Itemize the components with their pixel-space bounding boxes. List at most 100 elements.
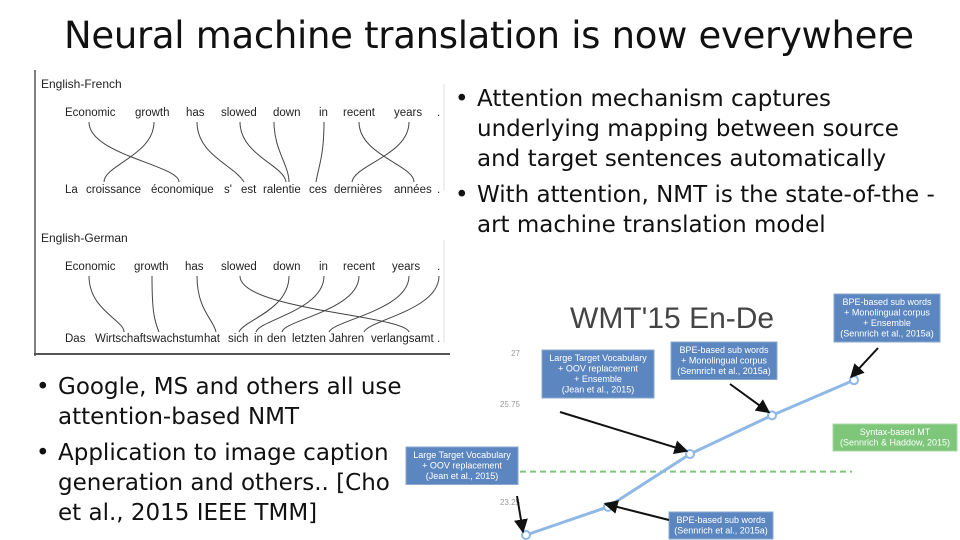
annotation-text: + Ensemble	[574, 374, 622, 384]
y-tick-label: 25.75	[500, 400, 521, 409]
p1-tgt-word: .	[437, 184, 440, 196]
p2-tgt-word: in	[254, 333, 263, 345]
p1-src-word: recent	[343, 107, 376, 119]
p1-tgt-word: dernières	[334, 184, 382, 196]
panel2-target-words: Das Wirtschaftswachstum hat sich in den …	[65, 333, 440, 345]
alignment-curve	[315, 121, 325, 183]
panel1-alignment-curves	[88, 121, 415, 183]
annotation-text: (Jean et al., 2015)	[426, 471, 499, 481]
p1-src-word: Economic	[65, 107, 116, 119]
p2-src-word: in	[319, 261, 328, 273]
slide-title: Neural machine translation is now everyw…	[64, 14, 914, 57]
alignment-curve	[88, 275, 125, 333]
p2-tgt-word: sich	[228, 333, 248, 345]
chart-title: WMT'15 En-De	[570, 302, 774, 335]
p2-tgt-word: letzten	[292, 333, 326, 345]
p1-src-word: slowed	[221, 107, 257, 119]
panel2-source-words: Economic growth has slowed down in recen…	[65, 261, 440, 273]
annotation-arrow	[729, 383, 771, 414]
alignment-curve	[281, 275, 360, 333]
p2-src-word: slowed	[221, 261, 257, 273]
p1-tgt-word: années	[394, 184, 432, 196]
p1-src-word: has	[186, 107, 205, 119]
annotation-box	[405, 446, 519, 485]
p1-tgt-word: croissance	[86, 184, 141, 196]
p2-tgt-word: Das	[65, 333, 86, 345]
bullet-industry-use: Google, MS and others all use attention-…	[36, 372, 406, 432]
alignment-curve	[328, 275, 410, 333]
baseline-label-text: Syntax-based MT	[860, 427, 931, 437]
alignment-curve	[196, 121, 245, 183]
annotation-text: (Sennrich et al., 2015a)	[677, 366, 771, 376]
annotation-text: BPE-based sub words	[679, 345, 769, 355]
data-point	[767, 410, 777, 421]
left-bullet-list: Google, MS and others all use attention-…	[36, 372, 406, 534]
p2-src-word: Economic	[65, 261, 116, 273]
p2-tgt-word: .	[437, 333, 440, 345]
annotation-arrow	[514, 495, 528, 534]
annotation-box	[668, 511, 774, 540]
alignment-curve	[273, 121, 290, 183]
right-bullet-list: Attention mechanism captures underlying …	[455, 84, 935, 246]
alignment-curve	[255, 275, 325, 333]
annotation-text: (Sennrich et al., 2015a)	[840, 329, 934, 339]
annotation-arrow	[850, 347, 879, 379]
annotation-box	[541, 349, 655, 399]
p2-tgt-word: Wirtschaftswachstum	[95, 333, 204, 345]
p2-src-word: years	[392, 261, 420, 273]
p2-src-word: growth	[134, 261, 169, 273]
p1-tgt-word: ralentie	[263, 184, 301, 196]
alignment-curve	[351, 121, 410, 183]
p1-tgt-word: économique	[151, 184, 214, 196]
p2-tgt-word: Jahren	[329, 333, 364, 345]
annotation-text: (Sennrich et al., 2015a)	[674, 526, 768, 536]
alignment-curve	[239, 275, 410, 333]
alignment-curve	[196, 275, 217, 333]
annotation-text: + Monolingual corpus	[681, 356, 767, 366]
alignment-curve	[239, 121, 287, 183]
annotation-arrow	[603, 500, 670, 521]
p1-src-word: .	[437, 107, 440, 119]
bullet-applications: Application to image caption generation …	[36, 438, 406, 528]
p2-tgt-word: den	[267, 333, 286, 345]
panel1-target-words: La croissance économique s' est ralentie…	[65, 184, 440, 196]
alignment-curve	[151, 275, 160, 333]
annotation-text: + Monolingual corpus	[844, 308, 930, 318]
data-point	[849, 375, 859, 386]
wmt-chart: WMT'15 En-De 27 25.75 23.25 Large Target…	[405, 293, 958, 540]
p2-tgt-word: verlangsamt	[371, 333, 434, 345]
p1-src-word: down	[273, 107, 301, 119]
panel2-alignment-curves	[88, 275, 440, 333]
panel1-source-words: Economic growth has slowed down in recen…	[65, 107, 440, 119]
annotation-arrow	[559, 411, 689, 455]
data-point	[685, 449, 695, 460]
p1-src-word: in	[319, 107, 328, 119]
baseline-label-box	[832, 423, 958, 452]
annotation-box	[833, 293, 941, 343]
alignment-curve	[238, 275, 290, 333]
p2-src-word: down	[273, 261, 301, 273]
annotation-text: Large Target Vocabulary	[549, 353, 647, 363]
annotation-text: Large Target Vocabulary	[413, 450, 511, 460]
alignment-figure: English-French Economic growth has slowe…	[34, 70, 450, 356]
baseline-label-text: (Sennrich & Haddow, 2015)	[840, 438, 950, 448]
annotation-text: + OOV replacement	[422, 461, 502, 471]
p1-src-word: growth	[135, 107, 170, 119]
bullet-attention: Attention mechanism captures underlying …	[455, 84, 935, 174]
panel1-label: English-French	[41, 77, 122, 91]
p2-src-word: .	[437, 261, 440, 273]
alignment-curve	[88, 121, 180, 183]
bullet-state-of-the-art: With attention, NMT is the state-of-the …	[455, 180, 935, 240]
y-tick-label: 23.25	[500, 498, 521, 507]
alignment-curve	[358, 121, 415, 183]
p1-tgt-word: s'	[224, 184, 232, 196]
alignment-curve	[363, 275, 440, 333]
annotation-text: + Ensemble	[863, 318, 911, 328]
p2-tgt-word: hat	[204, 333, 221, 345]
annotation-text: BPE-based sub words	[842, 297, 932, 307]
p1-tgt-word: La	[65, 184, 78, 196]
y-tick-label: 27	[511, 349, 520, 358]
p2-src-word: recent	[343, 261, 376, 273]
annotation-text: (Jean et al., 2015)	[562, 385, 635, 395]
panel2-label: English-German	[41, 231, 128, 245]
